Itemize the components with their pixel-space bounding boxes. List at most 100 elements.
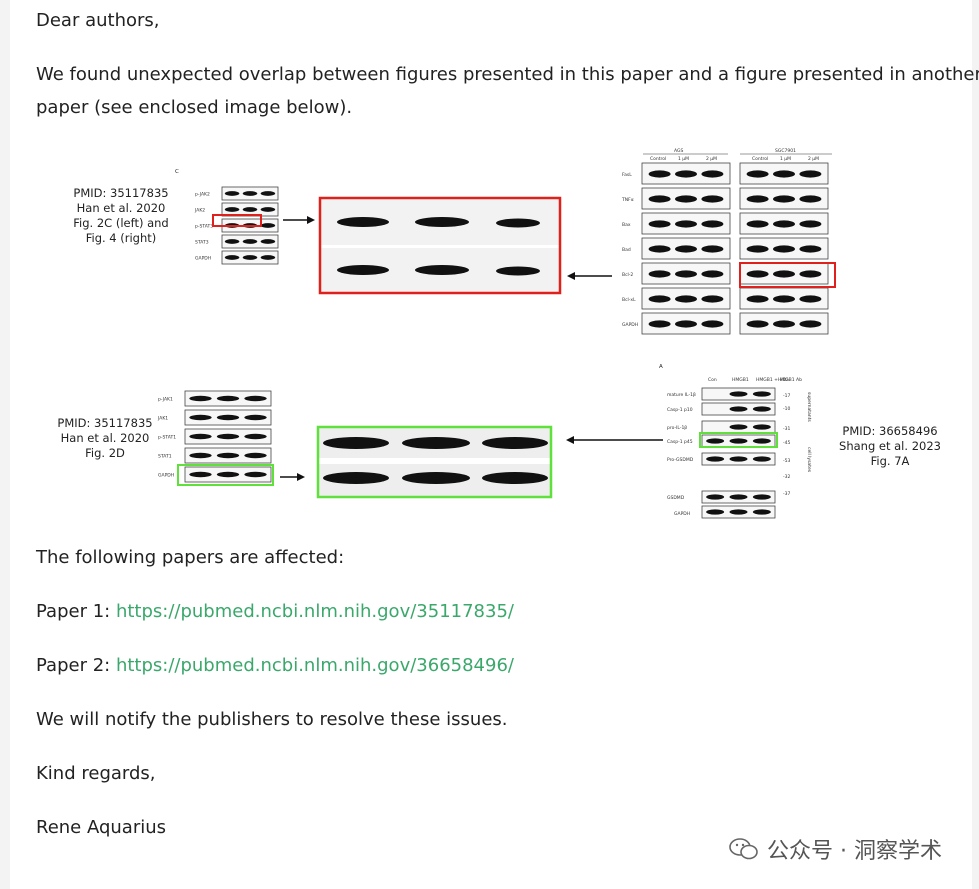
- fig7a-band: [752, 406, 771, 412]
- fig4-row-label: FasL: [622, 172, 632, 178]
- fig7a-col-label: kDa: [780, 377, 789, 383]
- fig7a-col-label: HMGB1: [732, 377, 749, 383]
- fig4-row-label: Bad: [622, 247, 631, 253]
- fig4-row-label: Bax: [622, 222, 631, 228]
- fig7a-band: [752, 424, 771, 430]
- fig2c-band: [224, 191, 240, 196]
- fig2d-row-label: GAPDH: [158, 473, 174, 479]
- fig7a-band: [752, 494, 771, 500]
- fig4-band: [773, 195, 795, 203]
- fig7a-band: [729, 391, 748, 397]
- fig4-header-ags: AGS: [674, 148, 683, 154]
- fig4-band: [675, 295, 697, 303]
- fig4-col-ags: Control: [650, 156, 666, 162]
- fig2d-band: [189, 414, 212, 421]
- fig7a-band: [729, 424, 748, 430]
- fig2c-band: [260, 223, 276, 228]
- fig4-row-label: GAPDH: [622, 322, 638, 328]
- caption-bottom-right: PMID: 36658496 Shang et al. 2023 Fig. 7A: [839, 424, 941, 468]
- green-box-small: [177, 464, 274, 486]
- fig2d-band: [216, 414, 240, 421]
- closing: Kind regards,: [36, 763, 156, 784]
- fig4-col-sgc: 1 μM: [780, 156, 791, 162]
- paper-2-line: Paper 2: https://pubmed.ncbi.nlm.nih.gov…: [36, 649, 514, 682]
- fig4-band: [648, 170, 671, 178]
- fig7a-band: [729, 406, 748, 412]
- fig4-band: [648, 195, 671, 203]
- side-label-supernatants: supernatants: [806, 392, 812, 422]
- fig2d-row-label: STAT1: [158, 454, 172, 460]
- fig2c-band: [242, 207, 258, 212]
- fig2d-band: [216, 452, 240, 459]
- fig2d-band: [244, 414, 267, 421]
- fig4-band: [746, 195, 769, 203]
- fig4-band: [701, 195, 724, 203]
- fig7a-row-label: Casp-1 p45: [667, 439, 693, 445]
- fig2c-row-label: JAK2: [194, 208, 205, 214]
- fig4-band: [746, 245, 769, 253]
- fig4-band: [799, 195, 822, 203]
- intro-line-2: paper (see enclosed image below).: [36, 97, 353, 118]
- fig2d-band: [189, 471, 212, 478]
- fig7a-row-label: GAPDH: [674, 511, 690, 517]
- intro-line-1: We found unexpected overlap between figu…: [36, 64, 979, 85]
- fig4-band: [675, 245, 697, 253]
- caption-top-left: PMID: 35117835 Han et al. 2020 Fig. 2C (…: [73, 186, 169, 245]
- fig7a-row-label: pro-IL-1β: [667, 425, 687, 431]
- fig7a-letter: A: [659, 364, 663, 370]
- fig4-band: [746, 170, 769, 178]
- fig2d-band: [244, 395, 267, 402]
- fig4-col-ags: 2 μM: [706, 156, 717, 162]
- red-box-small: [212, 214, 262, 227]
- fig7a-row-label: Casp-1 p10: [667, 407, 693, 413]
- fig2d-row-label: p-STAT1: [158, 435, 176, 441]
- fig4-band: [799, 320, 822, 328]
- fig2c-band: [224, 255, 240, 260]
- fig2c-band: [260, 255, 276, 260]
- fig4-band: [648, 295, 671, 303]
- signature: Rene Aquarius: [36, 817, 167, 838]
- paper-2-label: Paper 2:: [36, 655, 116, 676]
- fig2c-row-label: p-JAK2: [195, 192, 210, 198]
- fig4-band: [773, 245, 795, 253]
- fig7a-kda-label: -45: [783, 440, 790, 446]
- fig7a-row-label: GSDMD: [667, 495, 685, 501]
- green-box-fig7a: [699, 432, 778, 448]
- fig4-band: [675, 195, 697, 203]
- fig4-band: [773, 220, 795, 228]
- fig7a-kda-label: -17: [783, 393, 790, 399]
- wechat-icon: [729, 838, 758, 860]
- caption-bottom-left: PMID: 35117835 Han et al. 2020 Fig. 2D: [57, 416, 153, 460]
- fig2c-band: [260, 207, 276, 212]
- fig7a-band: [752, 391, 771, 397]
- fig2d-band: [216, 395, 240, 402]
- comparison-figure: PMID: 35117835 Han et al. 2020 Fig. 2C (…: [10, 135, 972, 530]
- fig4-band: [746, 220, 769, 228]
- fig2c-band: [260, 191, 276, 196]
- fig4-band: [746, 320, 769, 328]
- fig7a-band: [752, 509, 771, 515]
- fig7a-band: [752, 456, 771, 462]
- fig4-col-ags: 1 μM: [678, 156, 689, 162]
- fig4-band: [701, 270, 724, 278]
- paper-2-link[interactable]: https://pubmed.ncbi.nlm.nih.gov/36658496…: [115, 655, 514, 676]
- fig4-col-sgc: Control: [752, 156, 768, 162]
- side-label-cell-lysates: cell lysates: [806, 447, 812, 473]
- paper-1-link[interactable]: https://pubmed.ncbi.nlm.nih.gov/35117835…: [115, 601, 514, 622]
- fig7a-kda-label: -10: [783, 406, 790, 412]
- notify-line: We will notify the publishers to resolve…: [36, 709, 508, 730]
- fig4-band: [746, 270, 769, 278]
- fig4-band: [799, 170, 822, 178]
- fig7a-band: [706, 456, 725, 462]
- fig4-band: [648, 245, 671, 253]
- fig7a-band: [729, 438, 748, 444]
- fig7a-band: [729, 456, 748, 462]
- fig7a-band: [729, 494, 748, 500]
- red-box-fig4: [739, 262, 836, 288]
- fig2c-row-label: GAPDH: [195, 256, 211, 262]
- fig7a-band: [706, 509, 725, 515]
- fig2c-band: [224, 207, 240, 212]
